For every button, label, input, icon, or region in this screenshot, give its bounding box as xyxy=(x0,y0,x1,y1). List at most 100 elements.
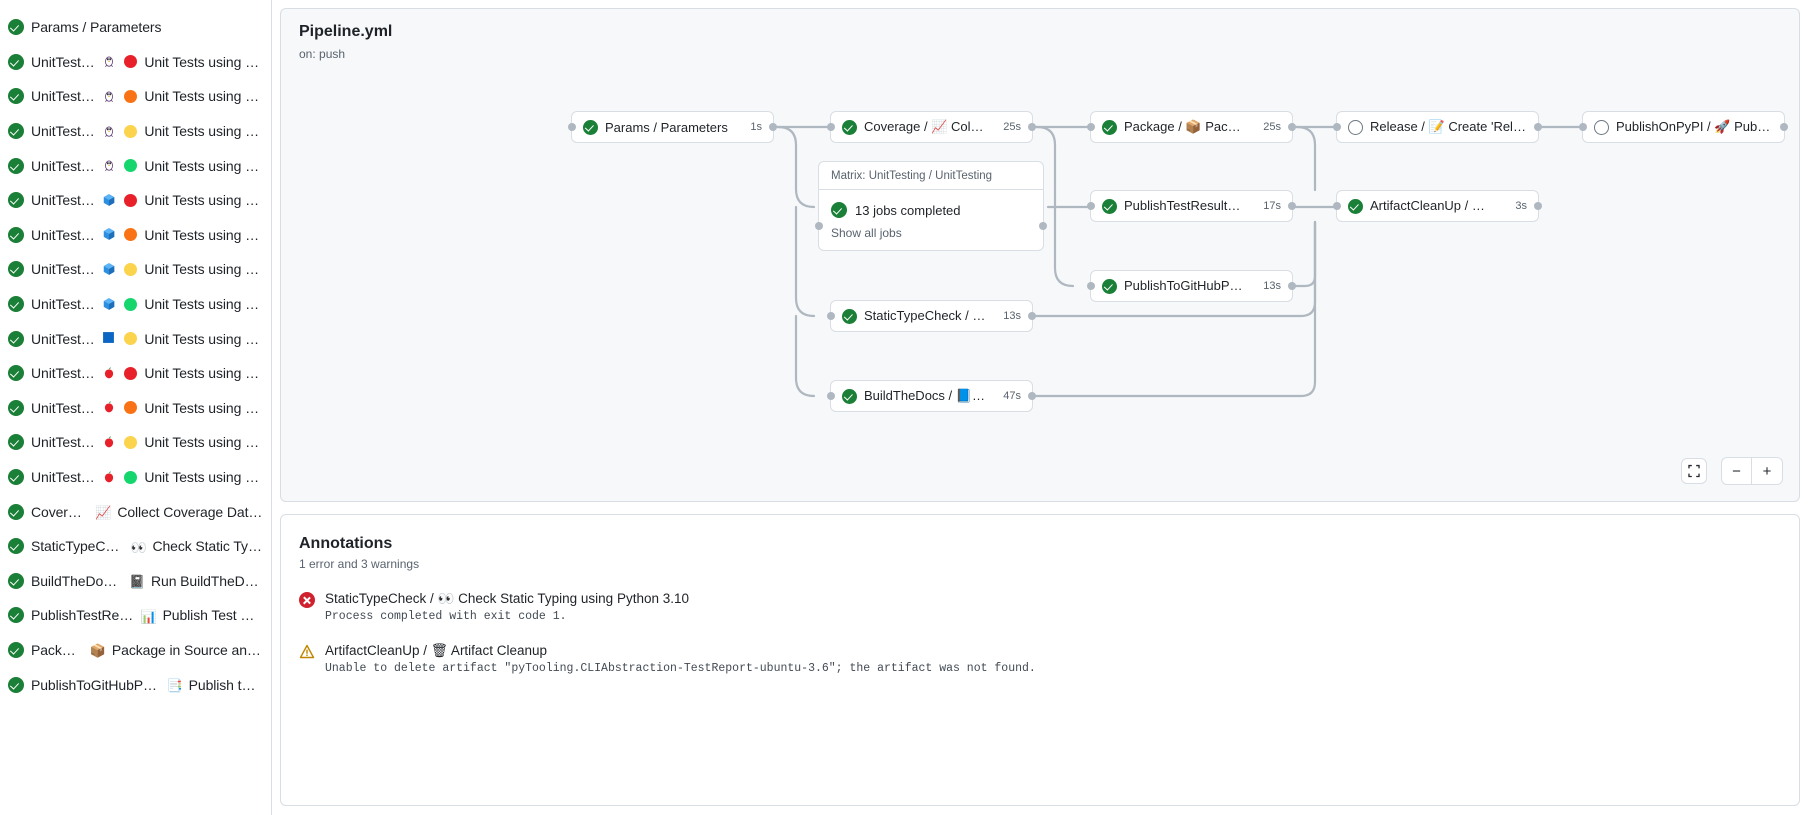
python-version-dot xyxy=(124,435,138,449)
trigger-event-label: on: push xyxy=(299,47,346,61)
graph-node-pypi[interactable]: PublishOnPyPI / 🚀 Publish to ... xyxy=(1579,111,1788,143)
graph-node-duration: 25s xyxy=(1003,121,1021,133)
node-output-port xyxy=(1028,392,1036,400)
graph-node-cleanup[interactable]: ArtifactCleanUp / 🗑 Artifac...3s xyxy=(1333,190,1542,222)
node-input-port xyxy=(1087,202,1095,210)
success-icon xyxy=(842,308,857,324)
chart-icon: 📈 xyxy=(95,505,112,521)
barchart-icon: 📊 xyxy=(140,608,157,624)
node-output-port xyxy=(1288,202,1296,210)
graph-node-label: PublishToGitHubPages / 📑 ... xyxy=(1124,278,1247,293)
sidebar-item-unittesting[interactable]: UnitTesting /Unit Tests using Pyth... xyxy=(0,114,271,149)
sidebar-item-buildthedocs[interactable]: BuildTheDocs /📓Run BuildTheDocs xyxy=(0,564,271,599)
linux-icon xyxy=(102,89,117,104)
book-icon: 📓 xyxy=(129,574,146,590)
warning-icon xyxy=(299,644,315,660)
sidebar-item-job-label: UnitTesting / xyxy=(31,226,96,243)
success-icon xyxy=(583,119,598,135)
windows-cube-icon xyxy=(102,262,117,277)
sidebar-item-unittesting[interactable]: UnitTesting /Unit Tests using Pyth... xyxy=(0,425,271,460)
python-version-dot xyxy=(124,332,138,346)
success-icon xyxy=(8,88,24,105)
success-icon xyxy=(8,19,24,36)
graph-zoom-controls[interactable]: − + xyxy=(1681,457,1783,485)
sidebar-item-unittesting[interactable]: UnitTesting /Unit Tests using Pyth... xyxy=(0,252,271,287)
sidebar-item-statictypecheck[interactable]: StaticTypeCheck /👀Check Static Typing... xyxy=(0,529,271,564)
sidebar-item-unittesting[interactable]: UnitTesting /Unit Tests using Pyth... xyxy=(0,79,271,114)
graph-node-release[interactable]: Release / 📝 Create 'Release P... xyxy=(1333,111,1542,143)
python-version-dot xyxy=(124,193,138,207)
fullscreen-icon[interactable] xyxy=(1681,458,1707,484)
node-input-port xyxy=(1333,202,1341,210)
annotation-message: Process completed with exit code 1. xyxy=(325,610,567,623)
graph-node-stc[interactable]: StaticTypeCheck / 👀 Chec...13s xyxy=(827,300,1036,332)
graph-node-ghpages[interactable]: PublishToGitHubPages / 📑 ... 13s xyxy=(1087,270,1296,302)
sidebar-item-publishtestresults[interactable]: PublishTestResults /📊Publish Test Resu..… xyxy=(0,598,271,633)
sidebar-item-unittesting[interactable]: UnitTesting /Unit Tests using Pyth... xyxy=(0,45,271,80)
matrix-group-header: Matrix: UnitTesting / UnitTesting xyxy=(819,162,1043,190)
sidebar-item-unittesting[interactable]: UnitTesting /Unit Tests using Pyth... xyxy=(0,218,271,253)
sidebar-item-step-label: Unit Tests using Pyth... xyxy=(144,157,263,174)
graph-node-coverage[interactable]: Coverage / 📈 Collect Cove...25s xyxy=(827,111,1036,143)
success-icon xyxy=(8,365,24,382)
show-all-jobs-link[interactable]: Show all jobs xyxy=(831,226,902,240)
sidebar-item-job-label: UnitTesting / xyxy=(31,434,96,451)
sidebar-item-step-label: Unit Tests using Pyth... xyxy=(144,88,263,105)
matrix-output-port xyxy=(1039,222,1047,230)
sidebar-item-publishtogithubpages[interactable]: PublishToGitHubPages /📑Publish to G... xyxy=(0,667,271,702)
success-icon xyxy=(8,538,24,555)
sidebar-item-unittesting[interactable]: UnitTesting /Unit Tests using Pyth... xyxy=(0,460,271,495)
sidebar-item-unittesting[interactable]: UnitTesting /Unit Tests using Pyth... xyxy=(0,321,271,356)
node-input-port xyxy=(568,123,576,131)
graph-node-docs[interactable]: BuildTheDocs / 📘 Run Buil...47s xyxy=(827,380,1036,412)
matrix-jobs-row[interactable]: 13 jobs completed xyxy=(819,190,1043,220)
annotations-panel: Annotations 1 error and 3 warnings Stati… xyxy=(280,514,1800,806)
zoom-in-out-group[interactable]: − + xyxy=(1721,457,1783,485)
windows-cube-icon xyxy=(102,193,117,208)
sidebar-item-unittesting[interactable]: UnitTesting /Unit Tests using Pyth... xyxy=(0,391,271,426)
sidebar-item-unittesting[interactable]: UnitTesting /Unit Tests using Pyth... xyxy=(0,287,271,322)
graph-node-ptr[interactable]: PublishTestResults / 📊 Pu...17s xyxy=(1087,190,1296,222)
zoom-out-button[interactable]: − xyxy=(1722,458,1752,484)
python-version-dot xyxy=(124,297,138,311)
annotation-item[interactable]: StaticTypeCheck / 👀 Check Static Typing … xyxy=(281,571,1799,623)
graph-node-duration: 13s xyxy=(1263,280,1281,292)
annotations-summary: 1 error and 3 warnings xyxy=(299,557,420,571)
success-icon xyxy=(8,676,24,693)
sidebar-item-coverage[interactable]: Coverage /📈Collect Coverage Data usi... xyxy=(0,494,271,529)
zoom-in-button[interactable]: + xyxy=(1762,462,1772,480)
success-icon xyxy=(8,434,24,451)
node-input-port xyxy=(827,123,835,131)
matrix-jobs-label: 13 jobs completed xyxy=(855,202,961,218)
sidebar-item-unittesting[interactable]: UnitTesting /Unit Tests using Pyth... xyxy=(0,183,271,218)
sidebar-item-job-label: UnitTesting / xyxy=(31,261,96,278)
workflow-graph-panel[interactable]: Pipeline.yml on: push xyxy=(280,8,1800,502)
sidebar-item-package[interactable]: Package /📦Package in Source and Wh... xyxy=(0,633,271,668)
graph-node-package[interactable]: Package / 📦 Package in So...25s xyxy=(1087,111,1296,143)
sidebar-item-job-label: PublishTestResults / xyxy=(31,607,134,624)
page-title: Pipeline.yml xyxy=(299,23,393,40)
sidebar-item-job-label: UnitTesting / xyxy=(31,296,96,313)
sidebar-item-job-label: Params / Parameters xyxy=(31,19,162,36)
python-version-dot xyxy=(124,228,138,242)
graph-edges xyxy=(772,125,1584,398)
node-output-port xyxy=(1534,123,1542,131)
success-icon xyxy=(8,607,24,624)
sidebar-item-job-label: BuildTheDocs / xyxy=(31,572,122,589)
node-input-port xyxy=(1579,123,1587,131)
annotation-message: Unable to delete artifact "pyTooling.CLI… xyxy=(325,662,1036,675)
success-icon xyxy=(8,157,24,174)
sidebar-item-unittesting[interactable]: UnitTesting /Unit Tests using Pyth... xyxy=(0,356,271,391)
sidebar-item-job-label: UnitTesting / xyxy=(31,123,96,140)
success-icon xyxy=(8,123,24,140)
graph-node-label: ArtifactCleanUp / 🗑 Artifac... xyxy=(1370,198,1498,213)
sidebar-item-params-parameters[interactable]: Params / Parameters xyxy=(0,10,271,45)
sidebar-item-step-label: Unit Tests using Pyth... xyxy=(144,330,263,347)
sidebar-item-unittesting[interactable]: UnitTesting /Unit Tests using Pyth... xyxy=(0,148,271,183)
node-input-port xyxy=(827,312,835,320)
graph-node-duration: 47s xyxy=(1003,390,1021,402)
matrix-group-unittesting[interactable]: Matrix: UnitTesting / UnitTesting 13 job… xyxy=(815,161,1047,251)
